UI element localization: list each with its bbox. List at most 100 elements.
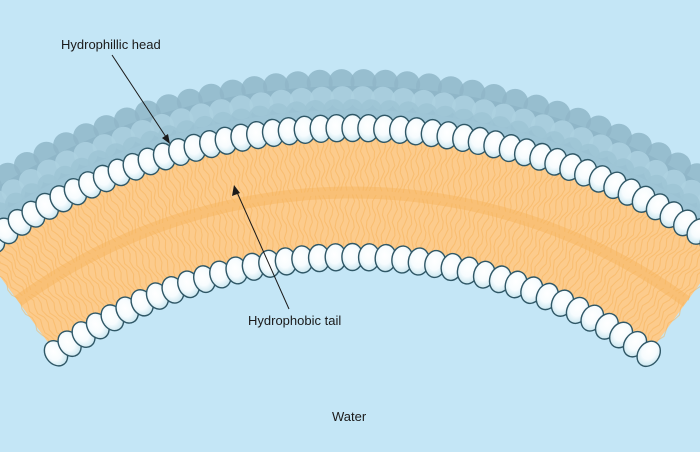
tail-strand <box>303 139 311 193</box>
tail-strand <box>567 184 590 234</box>
tail-strand <box>285 198 295 251</box>
back-layer-head <box>73 123 100 150</box>
tail-midline <box>14 186 691 307</box>
tail-strand <box>402 140 412 193</box>
tail-strand <box>0 260 26 295</box>
tail-strand <box>40 287 70 333</box>
tail-strand <box>509 162 526 213</box>
tail-strand <box>175 222 193 273</box>
tail-strand <box>519 165 537 217</box>
tail-strand <box>162 226 181 277</box>
lipid-tails <box>0 137 700 346</box>
tail-strand <box>168 165 185 216</box>
tail-strand <box>58 210 85 258</box>
tail-strand <box>202 155 217 208</box>
tail-strand <box>184 160 202 212</box>
tail-strand <box>55 277 86 323</box>
tail-strand <box>112 185 134 235</box>
tail-strand <box>632 287 664 332</box>
tail-strand <box>301 196 310 250</box>
tail-strand <box>385 195 393 249</box>
tail-strand <box>272 142 282 196</box>
tail-strand <box>525 167 543 218</box>
tail-strand <box>687 285 700 301</box>
tail-strand <box>672 248 700 291</box>
tail-strand <box>599 200 626 248</box>
tail-strand <box>620 211 646 259</box>
tail-strand <box>225 208 239 261</box>
tail-strand <box>27 228 56 275</box>
tail-strand <box>573 187 596 236</box>
tail-strand <box>516 224 535 275</box>
tail-strand <box>269 200 280 253</box>
tail-strand <box>293 140 303 193</box>
hydrophillic-head-label: Hydrophillic head <box>61 37 161 52</box>
tail-strand <box>43 219 72 266</box>
tail-strand <box>313 138 321 192</box>
tail-strand <box>464 150 478 202</box>
tail-strand <box>206 154 221 207</box>
back-layer-head <box>605 123 632 150</box>
tail-strand <box>0 275 19 299</box>
tail-strand <box>678 268 700 294</box>
tail-strand <box>103 251 126 300</box>
tail-strand <box>237 205 250 258</box>
back-layer-head <box>677 193 700 216</box>
tail-strand <box>613 273 643 320</box>
tail-strand <box>258 144 270 197</box>
tail-strand <box>584 191 606 241</box>
tail-strand <box>512 222 529 273</box>
tail-strand <box>179 161 196 213</box>
tail-strand <box>413 141 423 195</box>
tail-strand <box>324 138 332 192</box>
tail-strand <box>248 203 261 256</box>
tail-strand <box>669 243 699 288</box>
tail-strand <box>368 138 376 192</box>
tail-strand <box>169 224 187 275</box>
tail-strand <box>20 301 51 346</box>
tail-strand <box>590 194 613 244</box>
tail-strand <box>430 144 442 197</box>
tail-strand <box>594 197 619 246</box>
tail-strand <box>121 243 146 292</box>
tail-strand <box>455 148 469 201</box>
inner-head-row <box>43 242 662 368</box>
tail-strand <box>638 291 670 336</box>
tail-strand <box>214 152 229 205</box>
tail-strand <box>30 293 63 337</box>
tail-strand <box>420 199 430 252</box>
tail-strand <box>622 213 651 260</box>
tail-strand <box>415 198 426 252</box>
tail-strand <box>479 211 494 264</box>
tail-strand <box>96 254 122 303</box>
tail-strand <box>274 199 285 252</box>
tail-strand <box>503 160 519 212</box>
hydrophobic-tail-region <box>0 138 700 346</box>
tail-strand <box>221 151 236 203</box>
tail-strand <box>24 298 56 342</box>
tail-strand <box>648 229 678 275</box>
tail-strand <box>389 139 398 192</box>
tail-strand <box>74 266 100 314</box>
tail-strand <box>436 144 447 198</box>
tail-strand <box>98 191 123 240</box>
tail-strand <box>658 235 688 281</box>
tail-strand <box>607 270 637 316</box>
tail-strand <box>449 204 462 257</box>
tail-strand <box>596 199 623 247</box>
tail-strand <box>70 204 97 252</box>
tail-strand <box>475 153 489 205</box>
tail-strand <box>319 138 327 192</box>
outer-head-row <box>0 113 700 254</box>
tail-strand <box>145 172 164 223</box>
tail-strand <box>598 263 625 311</box>
tail-strand <box>359 137 366 191</box>
tail-strand <box>664 239 693 285</box>
tail-strand <box>156 228 177 279</box>
tail-strand <box>126 240 149 290</box>
tail-strand <box>546 175 567 226</box>
tail-strand <box>354 137 361 191</box>
tail-strand <box>394 139 402 193</box>
tail-strand <box>578 189 600 238</box>
tail-strand <box>354 194 361 248</box>
